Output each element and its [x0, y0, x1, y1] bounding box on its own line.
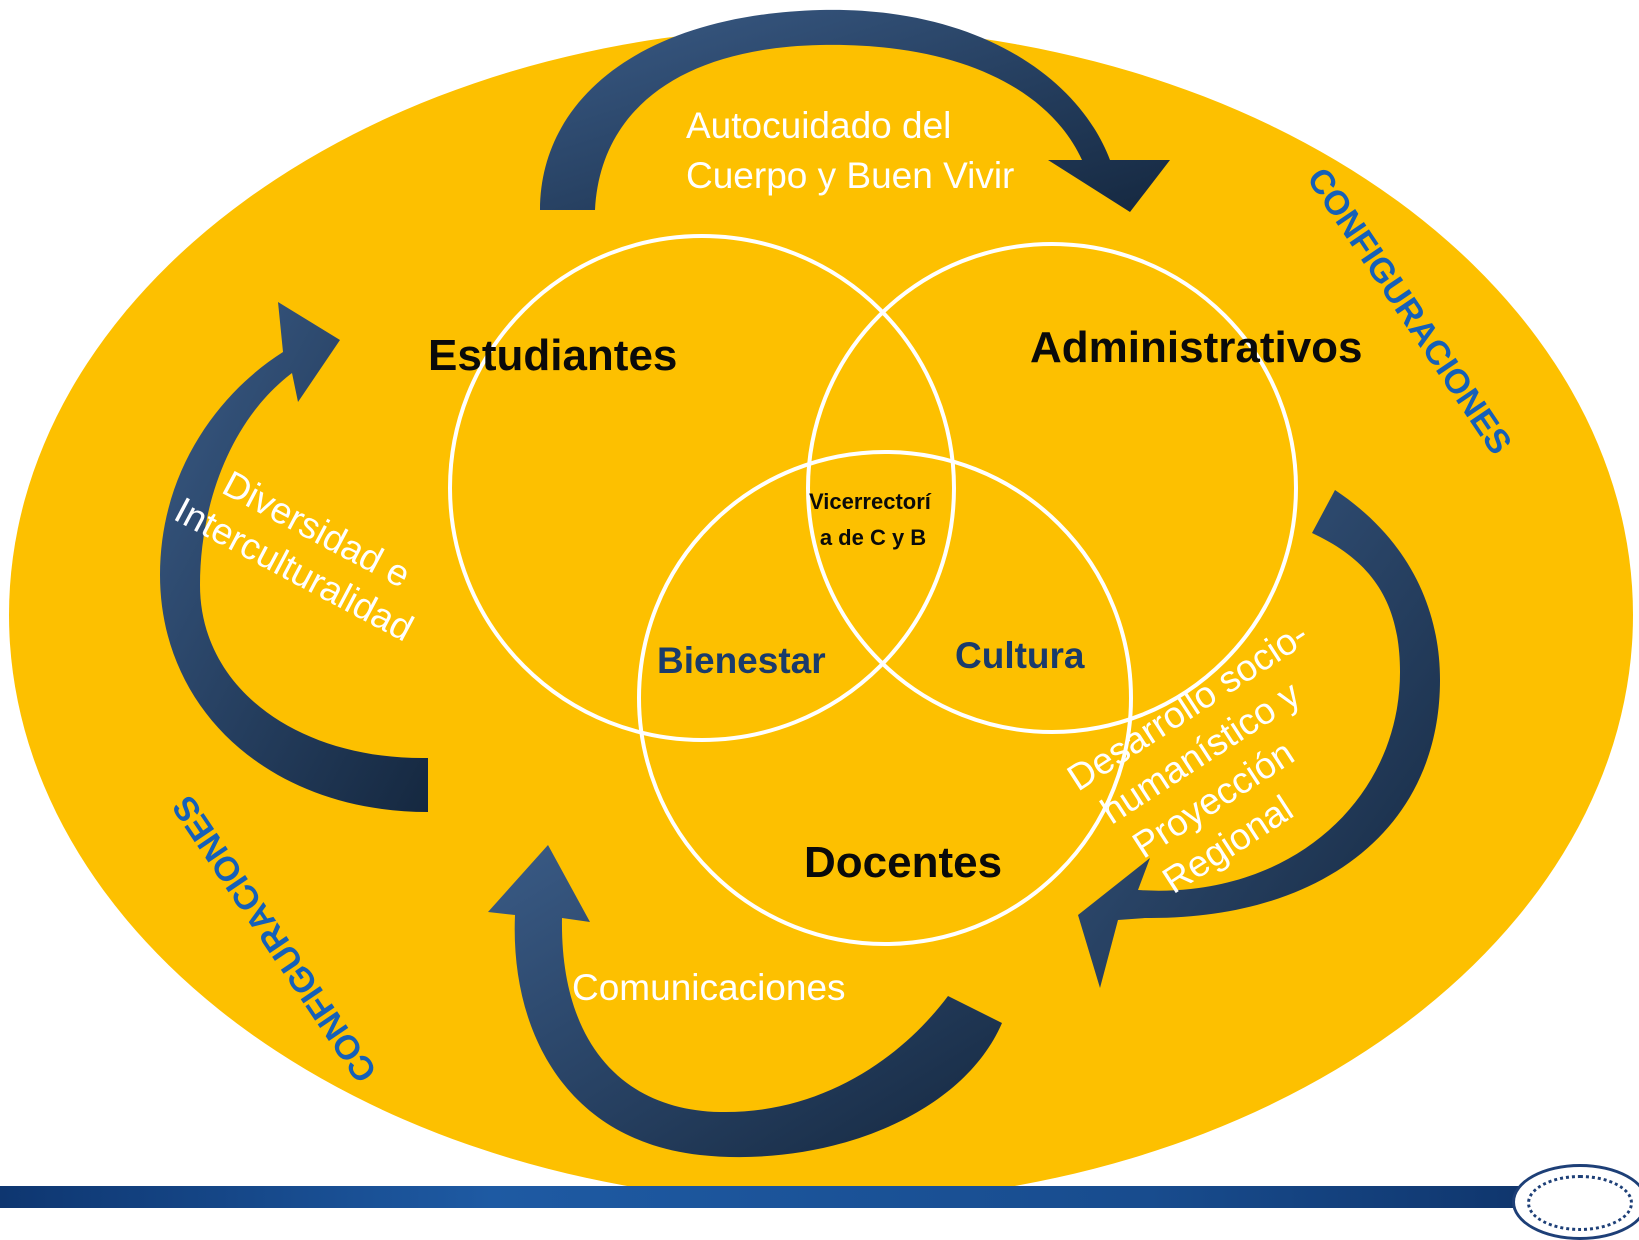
center-label-line-1: Vicerrectorí — [809, 489, 932, 514]
top-cycle-arrow — [540, 9, 1170, 212]
university-seal-logo — [1512, 1164, 1639, 1240]
footer-band — [0, 1186, 1639, 1208]
students-label: Estudiantes — [428, 331, 677, 380]
top-arrow-label-line-2: Cuerpo y Buen Vivir — [686, 155, 1014, 196]
outer-ellipse — [9, 27, 1633, 1203]
center-label-line-2: a de C y B — [820, 525, 926, 550]
bottom-cycle-arrow — [488, 845, 1002, 1158]
center-label: Vicerrectorí a de C y B — [809, 489, 937, 550]
bienestar-label: Bienestar — [657, 640, 826, 681]
administrative-circle — [806, 242, 1298, 734]
diagram-canvas: Estudiantes Administrativos Docentes Vic… — [9, 9, 1633, 1203]
administrative-label: Administrativos — [1030, 323, 1363, 372]
right-cycle-arrow — [1078, 490, 1440, 988]
students-circle — [448, 234, 956, 742]
teachers-label: Docentes — [804, 838, 1002, 887]
teachers-circle — [637, 450, 1133, 946]
left-cycle-arrow — [160, 302, 428, 812]
top-arrow-label: Autocuidado del Cuerpo y Buen Vivir — [686, 105, 1014, 196]
bottom-arrow-label: Comunicaciones — [572, 967, 846, 1008]
top-arrow-label-line-1: Autocuidado del — [686, 105, 951, 146]
cultura-label: Cultura — [955, 635, 1085, 676]
